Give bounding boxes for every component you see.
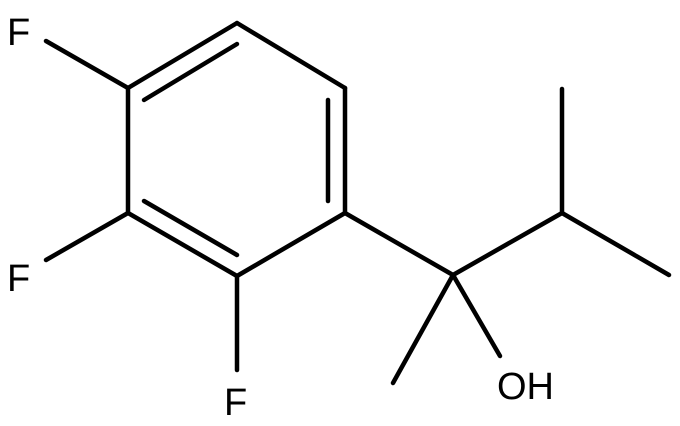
ring-bond-c4-c5 <box>125 210 240 279</box>
bond-aryl-to-carbinol <box>342 210 456 278</box>
bond-to-f-middle <box>43 210 131 263</box>
bond-carbinol-to-oh <box>450 272 503 359</box>
atom-label-f-bottom: F <box>224 382 247 424</box>
bond-carbinol-methyl <box>390 272 456 386</box>
ring-inner-bond-bottom <box>141 198 240 258</box>
ring-bond-c1-c2 <box>234 20 348 91</box>
ring-bond-c6-c1 <box>125 20 240 91</box>
bond-to-f-top <box>43 38 131 91</box>
atom-label-f-middle: F <box>7 258 30 300</box>
bond-ch-methyl-right <box>559 210 672 278</box>
ring-inner-bond-top <box>141 41 240 103</box>
atom-label-f-top: F <box>7 12 30 54</box>
ring-bond-c3-c4 <box>234 210 348 279</box>
atom-label-hydroxyl: OH <box>497 366 554 408</box>
bond-carbinol-to-ch <box>450 210 565 278</box>
